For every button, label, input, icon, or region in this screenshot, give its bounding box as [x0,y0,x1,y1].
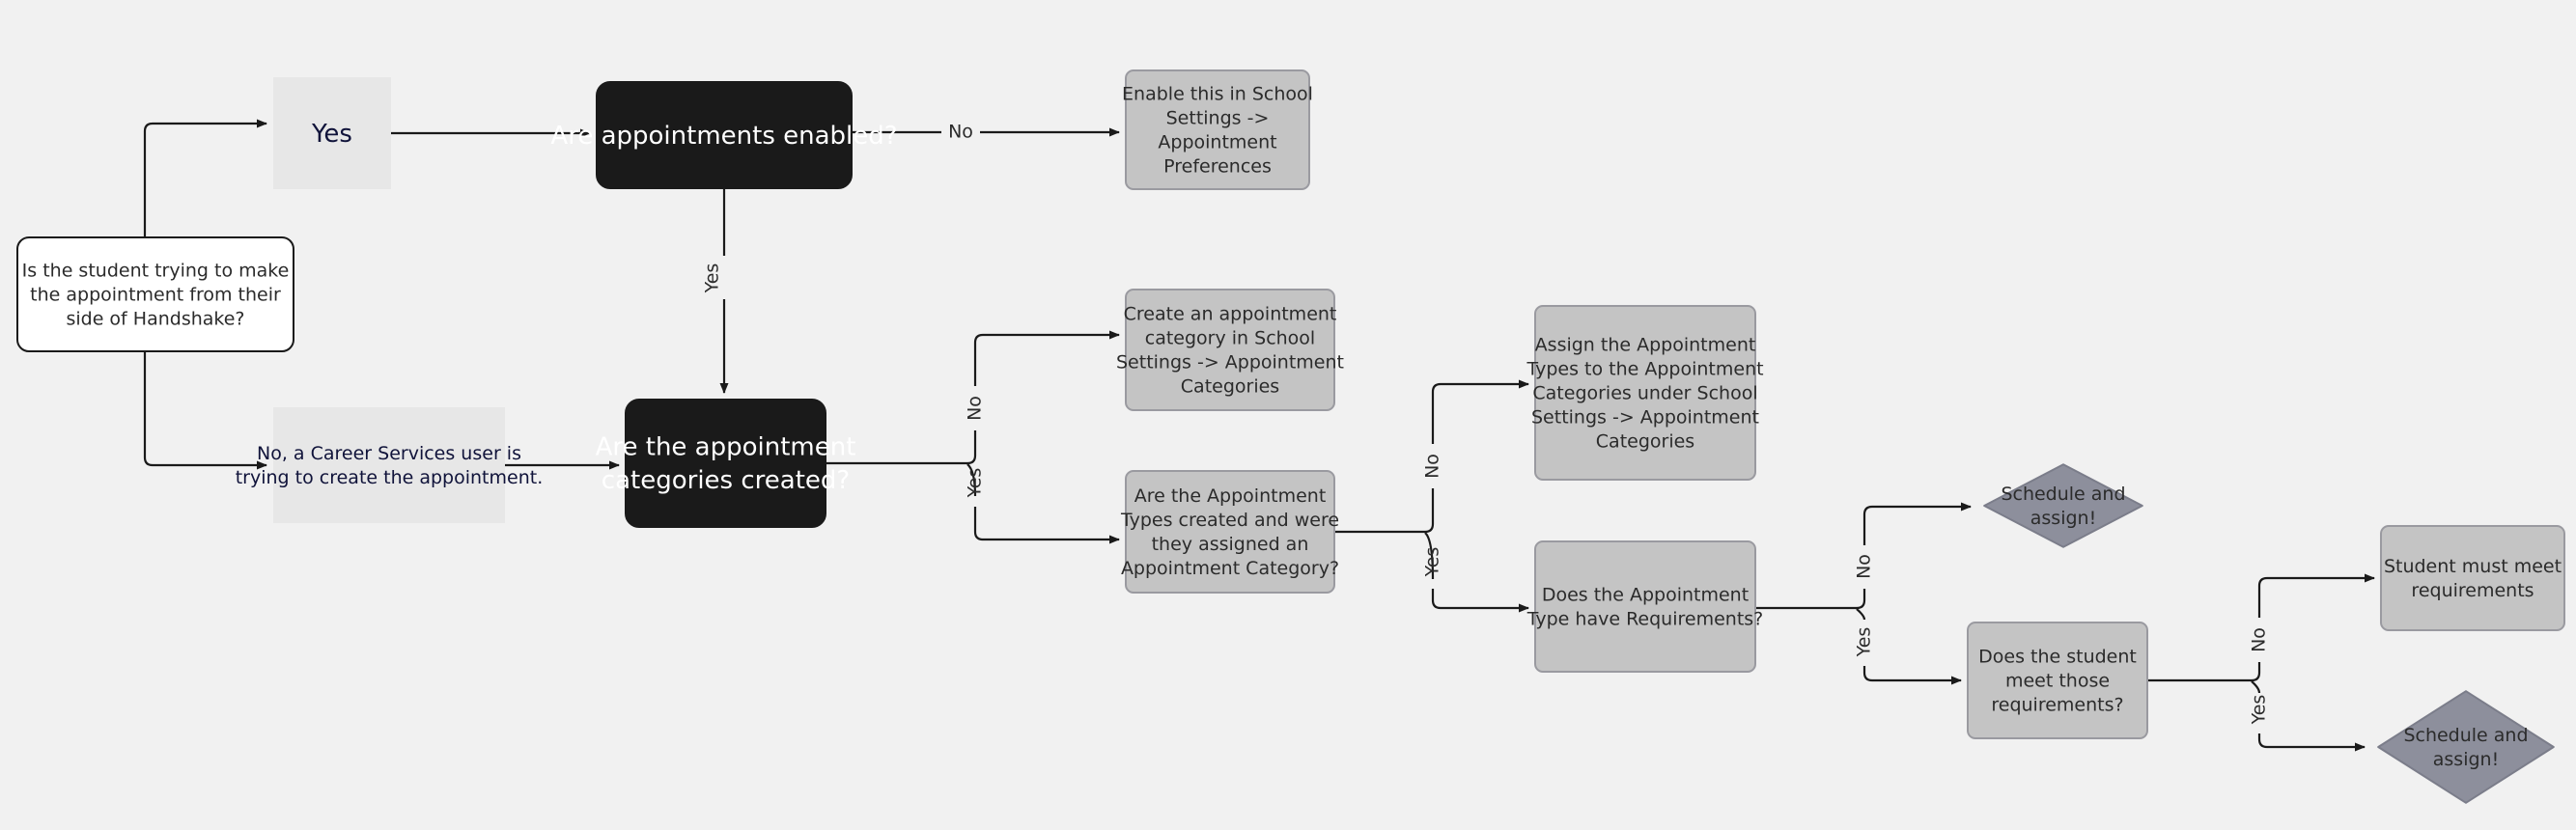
node-label-line: meet those [2005,670,2110,691]
edge-student-split [2147,662,2261,694]
label-enabled-yes: Yes [702,263,723,294]
node-shape-diamond [1983,463,2143,548]
node-no-branch[interactable]: No, a Career Services user is trying to c… [236,407,544,523]
node-label-line: Types to the Appointment [1526,358,1763,379]
node-schedule-assign-bottom[interactable]: Schedule and assign! [2377,690,2555,804]
node-label-line: Create an appointment [1124,303,1337,324]
node-shape-rect [1125,69,1310,190]
edge-types-to-assign [1431,379,1529,444]
label-types-yes: Yes [1422,547,1443,578]
node-label-line: Settings -> [1166,107,1270,128]
node-student-meets[interactable]: Does the student meet those requirements? [1967,622,2148,739]
node-label-line: No, a Career Services user is [257,443,521,464]
edge-categories-split [826,430,977,497]
edge-student-to-must-meet [2257,573,2375,618]
node-shape-rect [273,407,505,523]
node-label-line: Appointment Category? [1121,558,1339,579]
label-student-no: No [2249,627,2270,652]
node-shape-rect [625,399,826,528]
node-label-line: Categories [1596,431,1694,453]
node-schedule-assign-top[interactable]: Schedule and assign! [1983,463,2143,548]
node-label-line: Yes [311,120,352,149]
edge-types-to-requirements [1431,589,1529,613]
node-label-line: the appointment from their [30,284,281,305]
edge-requirements-split [1755,589,1866,621]
node-label-line: side of Handshake? [66,309,244,330]
edges-layer [143,119,2375,752]
node-label-line: requirements? [1991,695,2123,716]
node-shape-rect [1534,540,1756,673]
node-categories-created[interactable]: Are the appointment categories created? [596,399,856,528]
label-student-yes: Yes [2249,695,2270,726]
node-shape-rect [2380,525,2565,631]
node-shape-rect [273,77,391,189]
edge-requirements-to-schedule [1862,502,1972,545]
node-label-line: assign! [2030,508,2096,529]
node-shape-rect [16,236,294,352]
label-types-no: No [1422,454,1443,479]
node-label-line: Schedule and [2403,725,2528,746]
node-label-line: assign! [2433,749,2499,770]
node-label-line: Are the Appointment [1134,485,1327,507]
node-label-line: Assign the Appointment [1535,334,1756,355]
label-categories-no: No [965,396,986,421]
label-categories-yes: Yes [965,468,986,499]
node-appointments-enabled[interactable]: Are appointments enabled? [550,81,898,189]
node-label-line: Preferences [1163,156,1272,178]
node-shape-rect [596,81,853,189]
node-label-line: trying to create the appointment. [236,467,544,488]
node-shape-rect [1125,289,1335,411]
node-label-line: category in School [1145,327,1315,348]
node-label-line: Schedule and [2001,484,2125,505]
node-label-line: Type have Requirements? [1526,609,1764,630]
edge-start-to-yes [143,119,267,237]
node-start[interactable]: Is the student trying to make the appoint… [16,236,294,352]
node-shape-diamond [2377,690,2555,804]
label-enabled-no: No [948,122,973,143]
node-label-line: Appointment [1158,132,1276,153]
node-shape-rect [1125,470,1335,594]
label-requirements-no: No [1854,554,1875,579]
edge-categories-to-create [973,330,1120,386]
edge-start-to-no [143,351,267,470]
node-label-line: Settings -> Appointment [1531,407,1759,429]
edge-requirements-to-student-meets [1862,666,1962,685]
node-yes-branch[interactable]: Yes [273,77,391,189]
node-label-line: they assigned an [1152,534,1309,555]
nodes-layer: Is the student trying to make the appoint… [16,69,2565,804]
node-label-line: categories created? [602,466,850,495]
node-label-line: requirements [2411,580,2534,601]
node-label-line: Does the Appointment [1542,584,1749,605]
node-label-line: Categories under School [1532,382,1757,403]
edge-types-split [1334,488,1435,580]
node-label-line: Categories [1181,376,1279,398]
label-requirements-yes: Yes [1854,627,1875,658]
node-label-line: Is the student trying to make [22,260,290,281]
node-label-line: Student must meet [2384,556,2562,577]
node-label-line: Does the student [1978,646,2137,667]
node-label-line: Settings -> Appointment [1116,352,1344,374]
edge-student-to-schedule [2257,733,2366,752]
edge-categories-to-types [973,507,1120,544]
node-label-line: Are appointments enabled? [550,122,897,151]
node-label-line: Enable this in School [1122,83,1313,104]
node-label-line: Types created and were [1120,510,1339,531]
node-shape-rect [1534,305,1756,481]
node-shape-rect [1967,622,2148,739]
node-create-category[interactable]: Create an appointment category in SchoolS… [1116,289,1344,411]
node-label-line: Are the appointment [596,433,856,462]
node-student-must-meet[interactable]: Student must meet requirements [2380,525,2565,631]
